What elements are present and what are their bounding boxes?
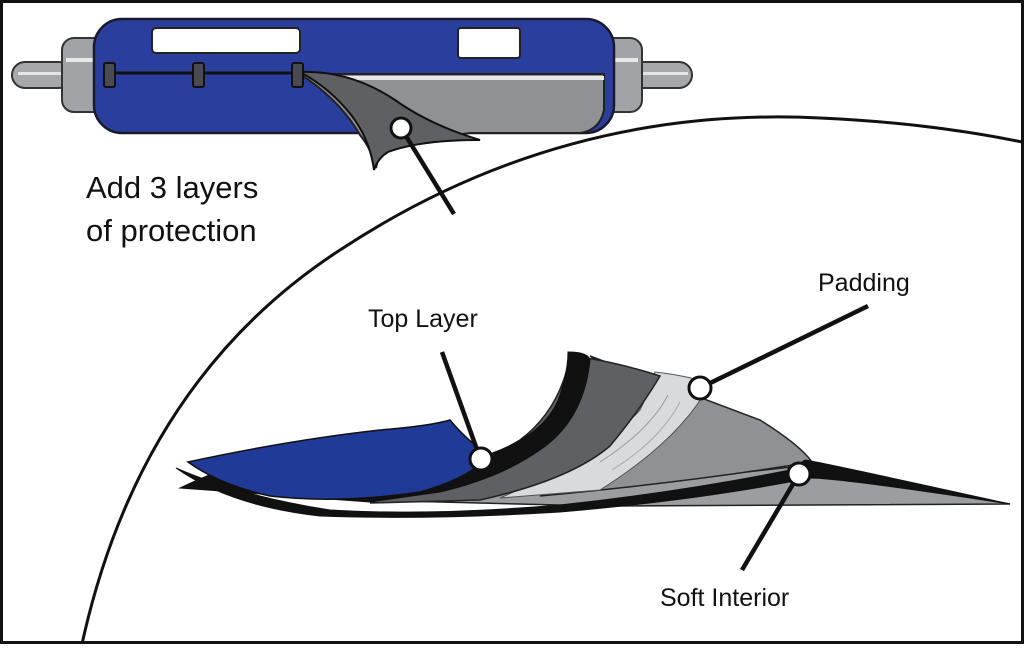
roller-right-shaft-shine — [636, 72, 688, 75]
padding-texture-line-2 — [611, 401, 681, 471]
top-layer-marker — [468, 446, 494, 472]
soft-interior-marker — [786, 461, 812, 487]
caption-line-1: Add 3 layers — [86, 170, 258, 205]
caption-line-2: of protection — [86, 213, 257, 248]
top-layer-leader-line — [439, 351, 483, 459]
soft-interior-label: Soft Interior — [660, 584, 789, 612]
roller-wrap-shine — [320, 76, 604, 80]
roller-label-window-left — [151, 27, 301, 54]
roller-right-cap-shine — [600, 58, 638, 62]
roller-peel-flap — [296, 70, 481, 171]
padding-marker — [687, 375, 713, 401]
roller-clip-3 — [291, 62, 304, 88]
roller-clip-2 — [192, 62, 205, 88]
roller-left-shaft-shine — [18, 72, 68, 75]
dark-gray-layer — [369, 355, 662, 504]
roller-label-window-right — [457, 27, 521, 59]
magnified-layers — [175, 351, 1011, 518]
padding-label: Padding — [818, 269, 910, 297]
zoom-circle-arc — [80, 115, 1023, 645]
top-layer-label: Top Layer — [368, 305, 478, 333]
padding-texture-line-1 — [599, 394, 669, 463]
callout-top-layer: Top Layer — [368, 305, 494, 472]
roller-illustration — [11, 17, 693, 216]
callout-padding: Padding — [687, 269, 910, 401]
padding-leader-line — [699, 303, 869, 391]
roller-clip-1 — [103, 62, 116, 88]
roller-left-cap-shine — [66, 58, 102, 62]
callout-soft-interior: Soft Interior — [660, 461, 812, 612]
zoom-callout-line — [399, 126, 456, 216]
soft-interior-leader-line — [740, 472, 801, 572]
zoom-marker — [389, 116, 413, 140]
